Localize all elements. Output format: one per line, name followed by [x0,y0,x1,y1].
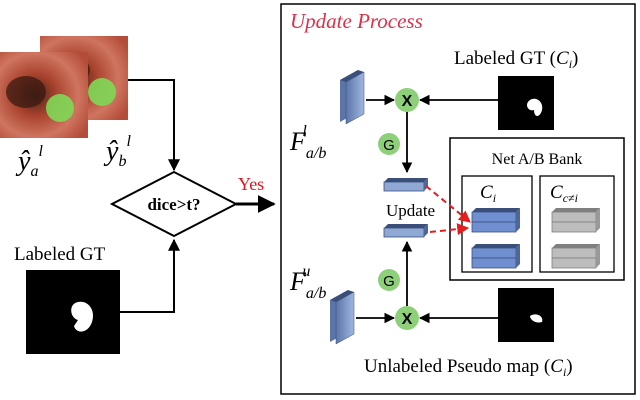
svg-text:Unlabeled Pseudo map (Ci): Unlabeled Pseudo map (Ci) [364,356,573,379]
unlabeled-pseudo-mask [498,288,554,342]
update-dashed-arrow-bottom [429,223,470,236]
labeled-gt-right-mask [498,76,554,130]
svg-text:G: G [383,273,395,290]
gate-node-top: G [378,133,400,155]
svg-text:ŷbl: ŷbl [103,133,131,170]
feature-block-labeled [340,70,365,125]
net-bank-box [449,137,625,281]
svg-text:ŷal: ŷal [15,143,43,180]
labeled-gt-right-label: Labeled GT (Ci) [454,48,578,71]
svg-text:Fa/bl: Fa/bl [289,123,326,162]
panel-title: Update Process [290,9,423,33]
svg-text:Cc≠i: Cc≠i [550,182,578,205]
bank-class-other-label: Cc≠i [550,182,578,205]
multiply-node-top: X [395,88,419,112]
bank-class-other-box [539,175,615,273]
bank-gray-block-2 [551,244,600,269]
svg-text:G: G [383,137,395,154]
pred-to-decision-arrow [128,79,180,172]
net-bank-title: Net A/B Bank [492,151,583,168]
svg-text:Ci: Ci [480,182,496,205]
bank-blue-block-1 [471,208,520,233]
feature-label-labeled: Fa/bl [289,123,326,162]
feature-block-unlabeled [330,290,355,345]
yes-label: Yes [238,174,264,194]
update-block-top [383,178,428,192]
labeled-gt-left-mask [26,270,120,354]
svg-text:Fa/bu: Fa/bu [289,263,326,302]
svg-text:Labeled GT (Ci): Labeled GT (Ci) [454,48,578,71]
update-process-panel [280,3,636,395]
decision-node: dice>t? [109,170,239,238]
svg-text:X: X [402,93,413,110]
multiply-node-bottom: X [395,306,419,330]
bank-class-current-label: Ci [480,182,496,205]
update-block-bottom [383,224,428,238]
unlabeled-pseudo-label: Unlabeled Pseudo map (Ci) [364,356,573,379]
gate-node-bottom: G [378,269,400,291]
labeled-gt-left-label: Labeled GT [14,244,106,265]
update-label: Update [386,201,435,220]
endoscopy-image-a [0,52,88,138]
feature-label-unlabeled: Fa/bu [289,263,326,302]
bank-gray-block-1 [551,208,600,233]
decision-label: dice>t? [147,195,200,214]
pred-b-label: ŷbl [103,133,131,170]
gt-to-decision-arrow [120,238,180,313]
bank-blue-block-2 [471,244,520,269]
svg-text:X: X [402,311,413,328]
pred-a-label: ŷal [15,143,43,180]
